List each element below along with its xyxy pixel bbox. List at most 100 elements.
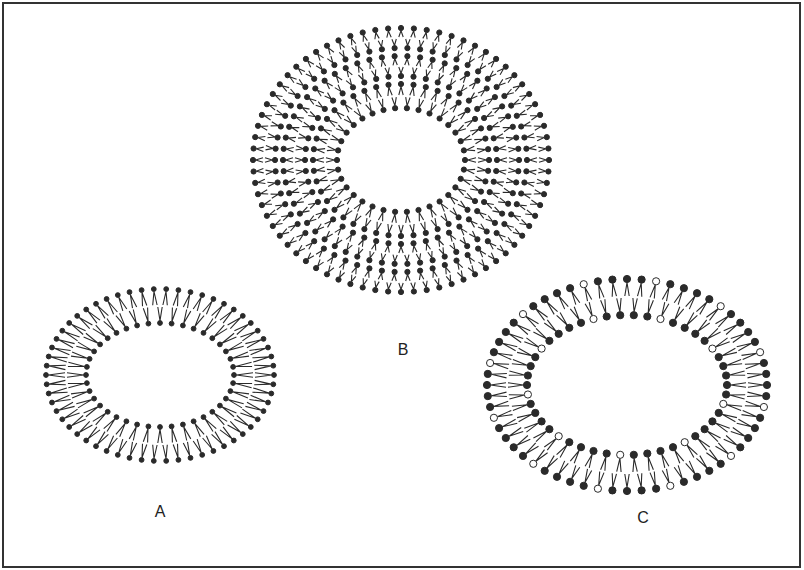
lipid-head [472,43,477,48]
lipid-head [367,266,372,271]
lipid-head [98,342,103,347]
lipid-tail [477,149,486,153]
lipid-tail [326,83,332,90]
lipid-tail [406,97,410,106]
lipid-head [590,315,597,322]
lipid-head [285,73,290,78]
lipid-head [483,136,488,141]
lipid-head [324,272,329,277]
lipid-head [653,485,660,492]
lipid-tail [292,188,300,192]
lipid-head [458,139,463,144]
lipid-layers [44,25,771,494]
lipid-head [360,199,365,204]
lipid-head [251,146,256,151]
lipid-tail [499,79,506,85]
lipid-tail [478,54,484,61]
lipid-tail [292,128,300,132]
lipid-head [502,434,509,441]
lipid-head [360,30,365,35]
lipid-tail [419,213,423,222]
lipid-head [302,157,307,162]
lipid-head [314,49,319,54]
lipid-head [567,285,574,292]
lipid-tail [323,130,332,136]
lipid-tail [129,427,136,441]
lipid-head [430,49,435,54]
lipid-tail [327,146,336,150]
lipid-tail [228,400,244,408]
lipid-tail [706,309,718,321]
lipid-tail [617,298,621,312]
lipid-head [261,337,266,342]
lipid-tail [330,135,339,140]
lipid-tail [468,265,474,272]
lipid-head [638,276,645,283]
lipid-head [423,239,428,244]
lipid-tail [336,76,342,83]
lipid-head [303,230,308,235]
lipid-head [424,287,429,292]
lipid-tail [469,231,475,238]
lipid-tail [363,35,367,42]
lipid-head [305,220,310,225]
lipid-tail [722,348,737,356]
lipid-tail [431,209,437,218]
lipid-tail [450,116,458,123]
lipid-head [303,259,308,264]
lipid-tail [298,134,306,138]
lipid-head [454,57,459,62]
lipid-tail [534,190,542,194]
lipid-head [522,180,527,185]
lipid-tail [265,158,272,162]
lipid-tail [212,432,223,445]
lipid-head [437,285,442,290]
lipid-tail [539,158,546,162]
lipid-head [248,321,253,326]
lipid-head [259,112,264,117]
lipid-tail [500,158,507,162]
lipid-head [435,235,440,240]
lipid-tail [370,62,374,69]
lipid-tail [525,105,533,110]
lipid-tail [233,392,249,398]
lipid-head [623,487,630,494]
lipid-head [530,303,537,310]
lipid-head [280,157,285,162]
lipid-tail [388,224,392,233]
lipid-tail [675,450,684,463]
lipid-tail [486,99,493,105]
lipid-tail [492,193,500,198]
lipid-tail [79,317,92,328]
lipid-tail [716,443,729,454]
lipid-head [644,313,651,320]
lipid-tail [325,221,332,227]
lipid-tail [363,278,367,285]
lipid-head [465,244,470,249]
lipid-head [303,168,308,173]
lipid-tail [275,220,282,225]
lipid-tail [463,180,472,185]
lipid-head [603,313,610,320]
lipid-tail [468,48,474,55]
lipid-tail [158,307,162,321]
lipid-head [85,365,90,370]
lipid-head [315,199,320,204]
lipid-head [374,230,379,235]
lipid-head [757,349,764,356]
lipid-tail [458,201,466,208]
lipid-head [449,33,454,38]
lipid-head [294,64,299,69]
lipid-head [437,199,442,204]
lipid-tail [488,253,494,260]
lipid-tail [325,93,332,99]
lipid-tail [601,299,606,313]
lipid-tail [517,348,532,356]
lipid-head [343,258,348,263]
lipid-tail [385,246,389,253]
lipid-tail [370,251,374,258]
lipid-tail [497,245,504,251]
lipid-head [231,307,236,312]
lipid-head [405,269,410,274]
lipid-head [124,419,129,424]
